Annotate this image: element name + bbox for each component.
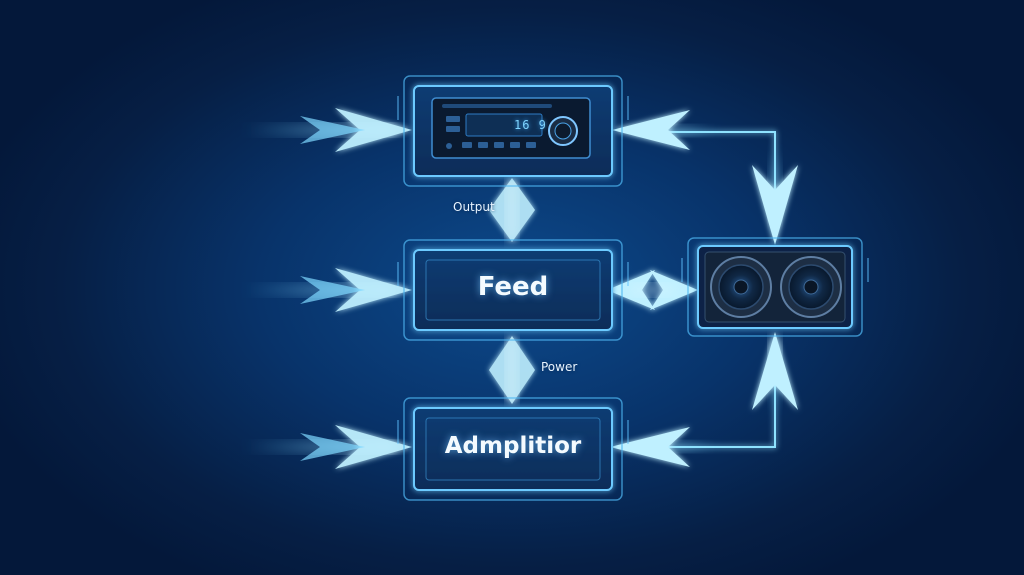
corner-ticks (397, 96, 869, 444)
speaker-pair-icon (704, 251, 846, 323)
input-beam-headunit (245, 108, 412, 152)
feed-title: Feed (477, 272, 549, 302)
input-beam-feed (245, 268, 412, 312)
car-stereo-icon (431, 97, 591, 159)
head-unit-display: 16 9 (514, 118, 547, 132)
head-unit-box[interactable] (403, 75, 623, 187)
feed-box[interactable] (403, 239, 623, 341)
arrow-up-to-speaker (752, 332, 798, 410)
amplifier-box[interactable] (403, 397, 623, 501)
amplifier-title: Admplitior (444, 433, 582, 459)
speaker-box[interactable] (687, 237, 863, 337)
arrow-into-feed (607, 270, 698, 310)
arrow-into-amplifier (610, 427, 715, 467)
output-label: Output (453, 200, 495, 214)
input-beam-amplifier (245, 425, 412, 469)
double-arrow-headunit-feed (489, 178, 535, 242)
arrow-into-headunit (612, 110, 715, 150)
double-arrow-feed-amplifier (489, 336, 535, 404)
power-label: Power (541, 360, 578, 374)
arrow-down-to-speaker (752, 150, 798, 245)
